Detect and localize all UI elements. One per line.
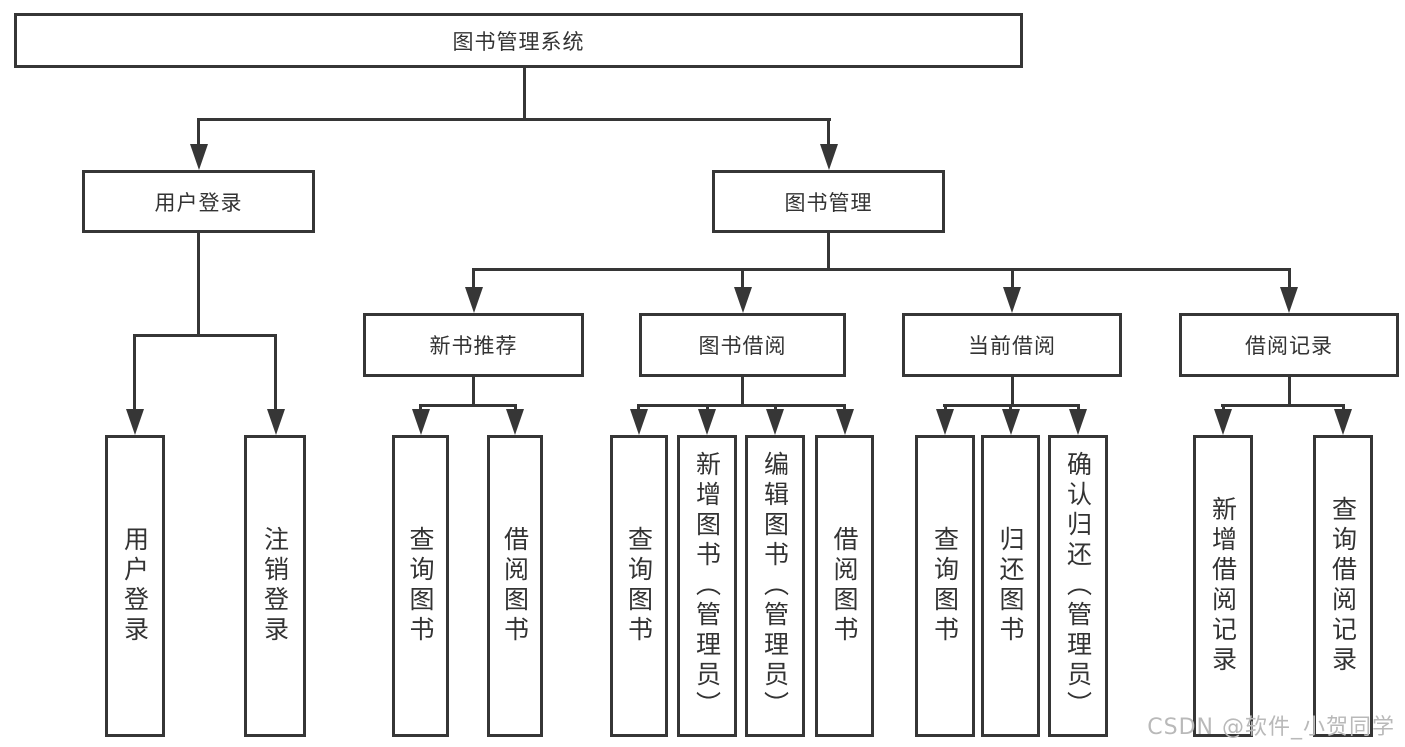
leaf-label: 查询借阅记录 (1328, 496, 1358, 676)
leaf-query-books-recommend: 查询图书 (392, 435, 449, 737)
connector-line (1287, 377, 1291, 407)
node-borrowing-records: 借阅记录 (1179, 313, 1399, 377)
arrow-down-icon (835, 409, 854, 435)
leaf-label: 注销登录 (260, 526, 290, 646)
arrow-down-icon (266, 409, 285, 435)
arrow-down-icon (1069, 409, 1087, 435)
leaf-borrow-books: 借阅图书 (815, 435, 874, 737)
node-book-borrowing: 图书借阅 (639, 313, 846, 377)
connector-line (1009, 404, 1012, 412)
arrow-down-icon (506, 409, 524, 435)
arrow-down-icon (1003, 287, 1021, 313)
leaf-borrow-books-recommend: 借阅图书 (487, 435, 543, 737)
connector-line (472, 268, 475, 290)
connector-line (943, 404, 947, 412)
leaf-label: 新增图书（管理员） (692, 451, 722, 721)
connector-line (827, 233, 830, 271)
connector-line (472, 268, 1291, 271)
connector-line (637, 404, 846, 407)
connector-line (1010, 268, 1014, 290)
connector-line (705, 404, 709, 412)
node-label: 图书借阅 (698, 334, 787, 358)
csdn-watermark: CSDN @软件_小贺同学 (1147, 715, 1395, 740)
arrow-down-icon (464, 287, 483, 313)
connector-line (637, 404, 640, 412)
connector-line (741, 268, 744, 290)
arrow-down-icon (629, 409, 648, 435)
connector-line (1010, 377, 1014, 407)
node-label: 图书管理 (784, 190, 873, 215)
leaf-label: 确认归还（管理员） (1063, 451, 1093, 721)
leaf-logout: 注销登录 (244, 435, 306, 737)
leaf-query-books-borrow: 查询图书 (610, 435, 668, 737)
connector-line (1341, 404, 1345, 412)
arrow-down-icon (936, 409, 954, 435)
arrow-down-icon (1001, 409, 1020, 435)
leaf-edit-books-admin: 编辑图书（管理员） (745, 435, 805, 737)
node-new-book-recommendation: 新书推荐 (363, 313, 584, 377)
node-book-management: 图书管理 (712, 170, 945, 233)
arrow-down-icon (189, 144, 208, 170)
connector-line (827, 118, 830, 148)
node-label: 用户登录 (154, 190, 243, 215)
leaf-query-borrow-record: 查询借阅记录 (1313, 435, 1373, 737)
leaf-label: 编辑图书（管理员） (760, 451, 790, 721)
connector-line (197, 233, 200, 337)
connector-line (133, 334, 136, 411)
leaf-add-borrow-record: 新增借阅记录 (1193, 435, 1253, 737)
node-label: 新书推荐 (429, 334, 518, 358)
leaf-label: 归还图书 (996, 526, 1025, 646)
node-current-borrowing: 当前借阅 (902, 313, 1122, 377)
leaf-label: 新增借阅记录 (1208, 496, 1238, 676)
connector-line (843, 404, 846, 412)
arrow-down-icon (819, 144, 838, 170)
connector-line (197, 118, 200, 148)
leaf-add-books-admin: 新增图书（管理员） (677, 435, 737, 737)
leaf-user-login: 用户登录 (105, 435, 165, 737)
connector-line (1221, 404, 1345, 407)
arrow-down-icon (1280, 287, 1298, 313)
leaf-label: 查询图书 (624, 526, 654, 646)
connector-line (1076, 404, 1080, 412)
arrow-down-icon (698, 409, 716, 435)
arrow-down-icon (1334, 409, 1352, 435)
leaf-label: 借阅图书 (830, 526, 859, 646)
arrow-down-icon (411, 409, 430, 435)
leaf-confirm-return-admin: 确认归还（管理员） (1048, 435, 1108, 737)
arrow-down-icon (766, 409, 784, 435)
connector-line (523, 68, 526, 119)
connector-line (1221, 404, 1225, 412)
node-label: 图书管理系统 (452, 29, 585, 54)
connector-line (133, 334, 277, 337)
node-user-login: 用户登录 (82, 170, 315, 233)
connector-line (419, 404, 422, 412)
node-label: 当前借阅 (968, 334, 1056, 358)
leaf-label: 查询图书 (930, 526, 960, 646)
connector-line (197, 118, 831, 121)
leaf-query-books-current: 查询图书 (915, 435, 975, 737)
connector-line (419, 404, 517, 407)
connector-line (274, 334, 277, 411)
connector-line (741, 377, 744, 407)
leaf-label: 用户登录 (120, 526, 150, 646)
leaf-return-books: 归还图书 (981, 435, 1040, 737)
connector-line (513, 404, 517, 412)
node-library-management-system: 图书管理系统 (14, 13, 1023, 68)
leaf-label: 借阅图书 (500, 526, 530, 646)
arrow-down-icon (733, 287, 752, 313)
connector-line (1287, 268, 1291, 290)
arrow-down-icon (1214, 409, 1232, 435)
leaf-label: 查询图书 (406, 526, 435, 646)
connector-line (472, 377, 475, 407)
arrow-down-icon (125, 409, 144, 435)
node-label: 借阅记录 (1245, 334, 1333, 358)
connector-line (773, 404, 777, 412)
